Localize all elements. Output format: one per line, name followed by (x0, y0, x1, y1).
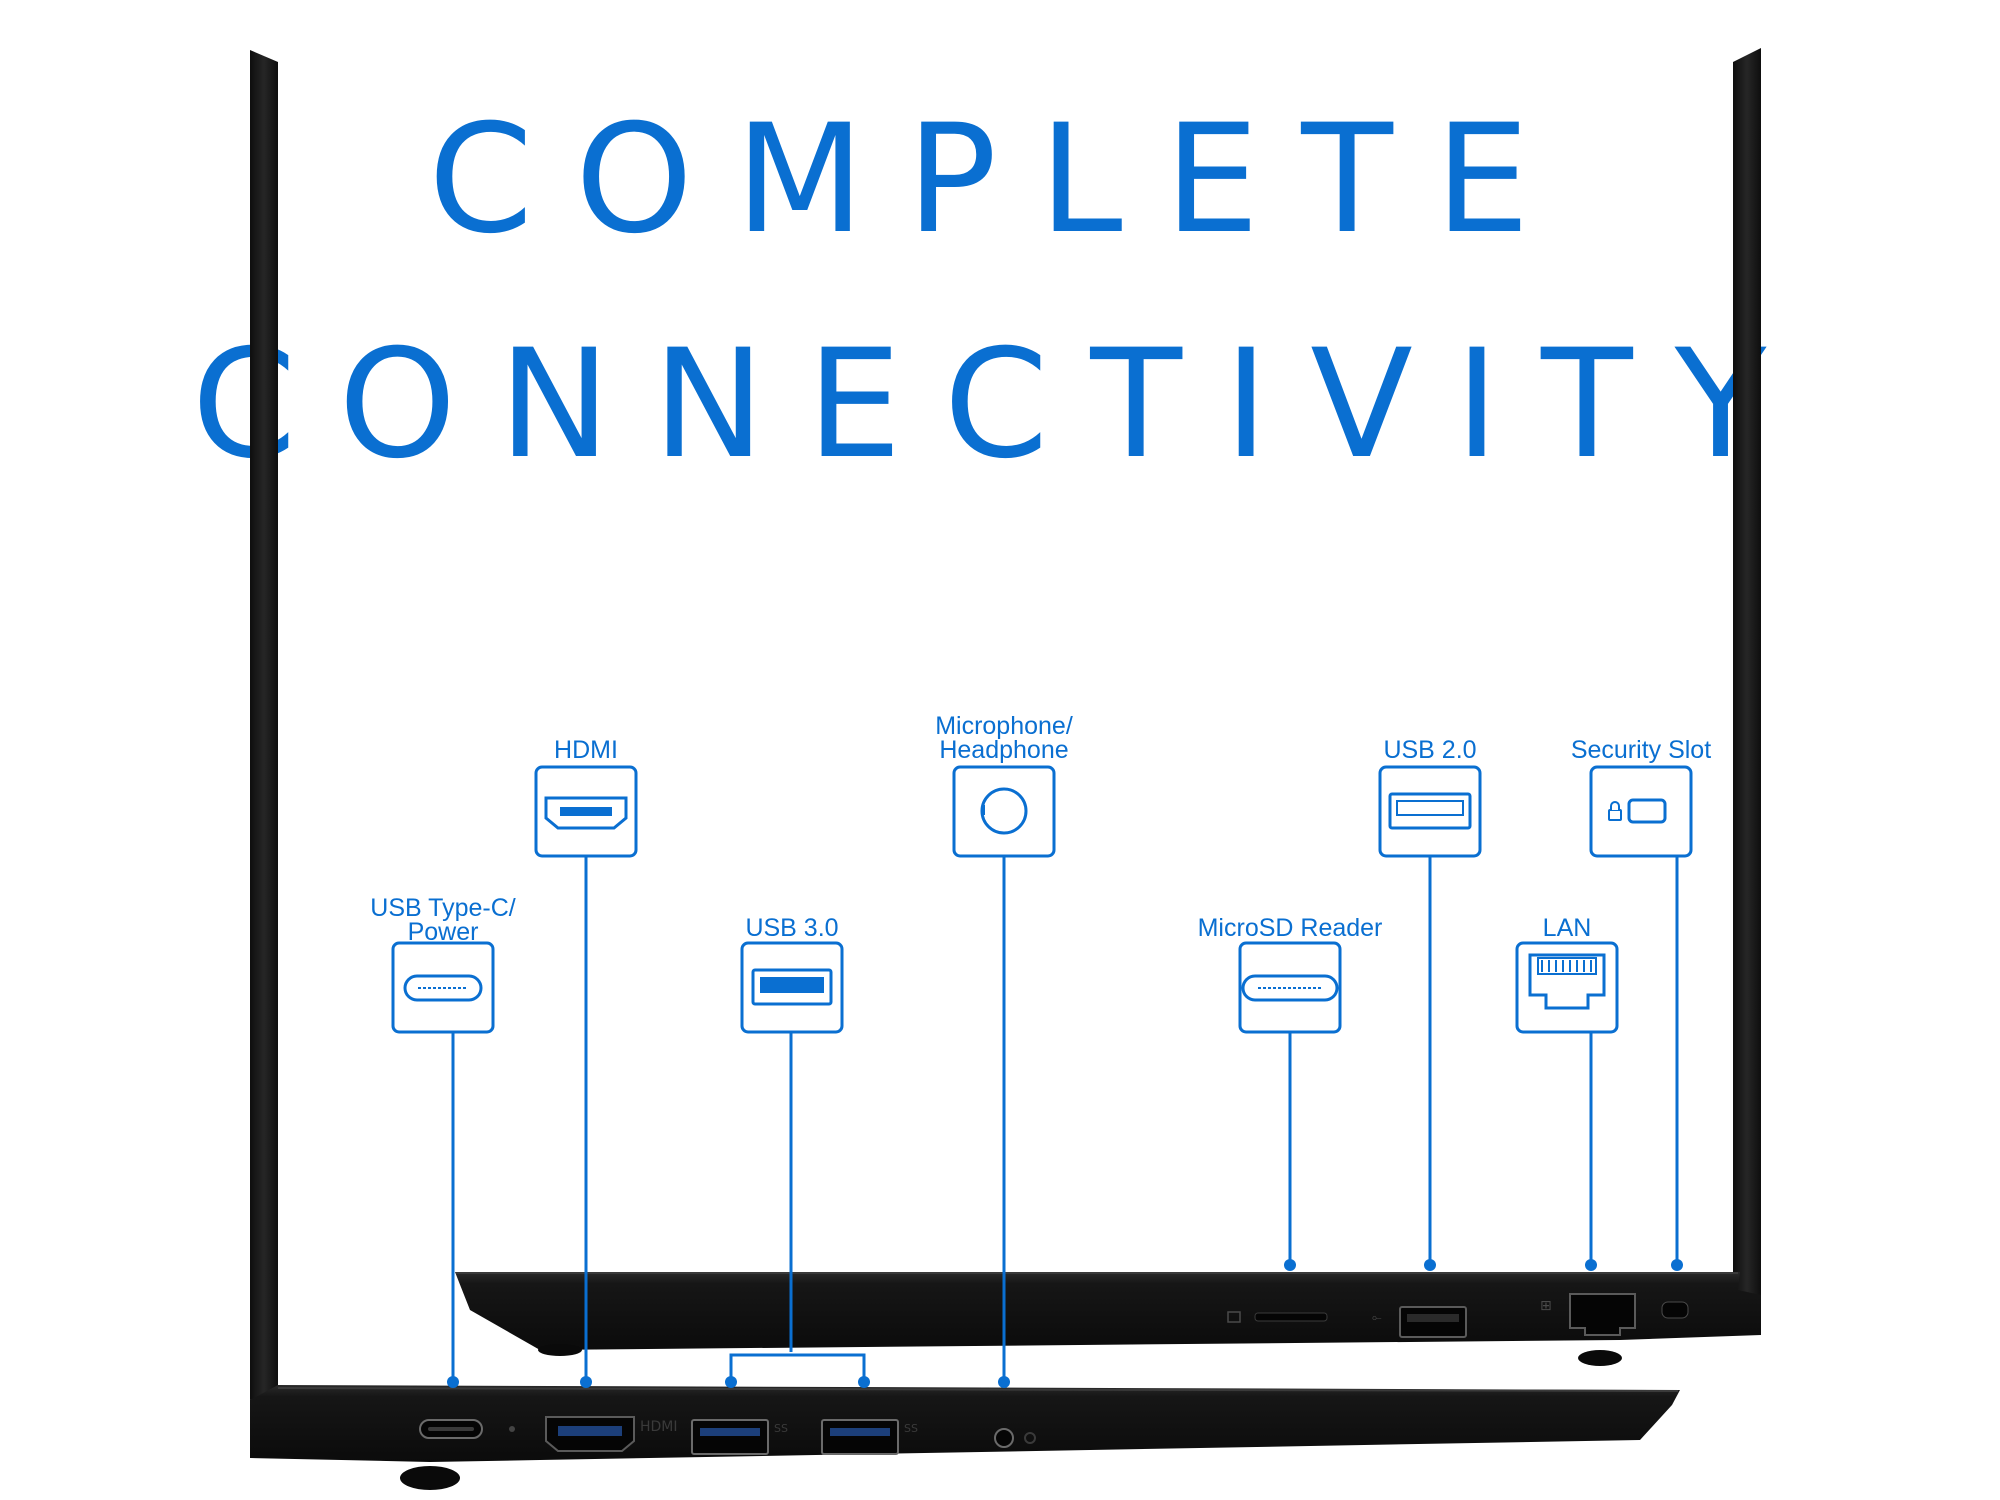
headline-line-2: CONNECTIVITY (191, 318, 1809, 492)
microsd-label: MicroSD Reader (1197, 914, 1383, 942)
label-lan: LAN (1467, 914, 1667, 942)
hdmi-port-marking: HDMI (640, 1419, 678, 1435)
svg-text:⟜: ⟜ (1372, 1310, 1382, 1324)
label-microsd-reader: MicroSD Reader (1165, 914, 1415, 942)
front-laptop-side: HDMI SS SS (250, 1385, 1680, 1490)
usb-2-0-icon (1378, 765, 1482, 858)
label-usb-3-0: USB 3.0 (692, 914, 892, 942)
left-laptop-lid (250, 50, 278, 1400)
hdmi-label: HDMI (554, 736, 618, 764)
audio-label-line-2: Headphone (939, 736, 1069, 764)
usb-3-0-icon (740, 941, 844, 1034)
lan-icon (1515, 941, 1619, 1034)
label-microphone-headphone: Microphone/ Headphone (879, 712, 1129, 764)
usb-port-marking-1: SS (774, 1422, 788, 1435)
audio-label-line-1: Microphone/ (935, 712, 1073, 740)
lan-label: LAN (1542, 914, 1592, 942)
label-hdmi: HDMI (486, 736, 686, 764)
usb-3-0-label: USB 3.0 (745, 914, 839, 942)
hdmi-icon (534, 765, 638, 858)
label-usb-2-0: USB 2.0 (1330, 736, 1530, 764)
usb-c-icon (391, 941, 495, 1034)
label-security-slot: Security Slot (1541, 736, 1741, 764)
leader-dots (447, 1259, 1683, 1388)
right-laptop-lid (1733, 48, 1761, 1300)
audio-jack-icon (952, 765, 1056, 858)
usb-c-label-line-2: Power (407, 918, 479, 946)
headline-line-1: COMPLETE (428, 93, 1572, 267)
back-laptop-side: ⟜ ⊞ (455, 1272, 1761, 1366)
security-slot-icon (1589, 765, 1693, 858)
svg-text:⊞: ⊞ (1540, 1298, 1552, 1314)
security-slot-label: Security Slot (1570, 736, 1712, 764)
usb-c-label-line-1: USB Type-C/ (370, 894, 516, 922)
microsd-icon (1238, 941, 1342, 1034)
label-usb-type-c-power: USB Type-C/ Power (343, 894, 543, 946)
leader-lines (451, 856, 1679, 1382)
usb-2-0-label: USB 2.0 (1383, 736, 1477, 764)
usb-port-marking-2: SS (904, 1422, 918, 1435)
